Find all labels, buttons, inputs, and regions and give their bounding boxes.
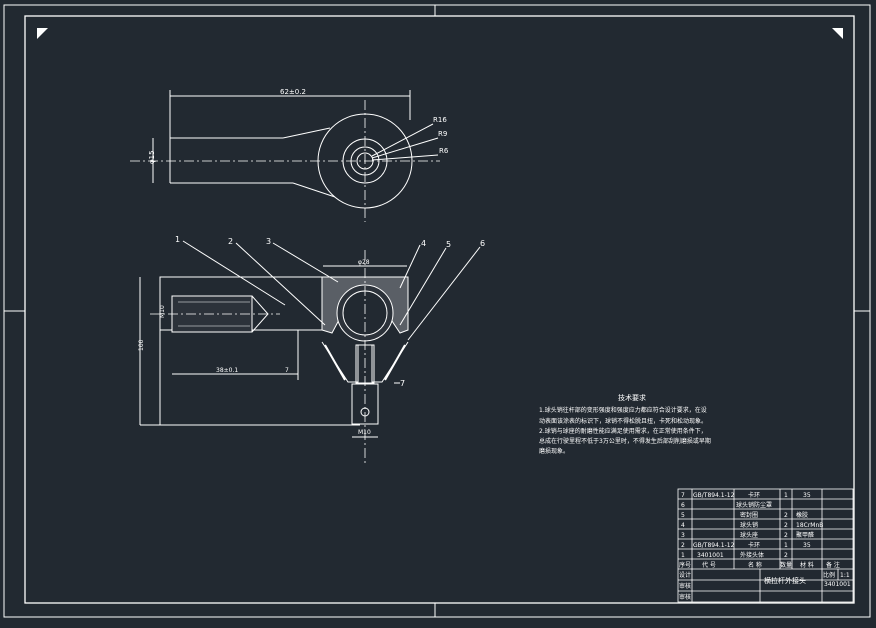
radius-r9: R9	[438, 130, 447, 138]
approve-label: 审核	[679, 593, 691, 601]
bom-name: 球头销防尘罩	[736, 501, 772, 509]
design-label: 设计	[679, 571, 691, 579]
notes-title: 技术要求	[618, 393, 646, 402]
bom-qty: 2	[784, 522, 788, 529]
height-dim: 100	[138, 339, 145, 351]
top-diameter-dim: φ28	[358, 259, 370, 266]
bom-name: 外接头体	[740, 551, 764, 559]
bom-qty: 2	[784, 552, 788, 559]
top-view	[130, 90, 440, 222]
bom-material: 35	[803, 542, 811, 549]
bom-no: 7	[681, 492, 685, 499]
bom-name: 球头销	[740, 521, 758, 529]
note-line-5: 磨损现象。	[539, 447, 569, 455]
section-view	[139, 240, 481, 465]
note-line-4: 总成在行驶里程不低于3万公里时，不得发生后部刮削磨损或早期	[539, 437, 711, 445]
callout-4: 4	[421, 239, 426, 248]
part-name: 横拉杆外接头	[764, 576, 806, 585]
technical-notes: 技术要求 1.球头销往杆部的变形强度和强度应力都应符合设计要求，在设 动表面该涂…	[539, 393, 711, 455]
bottom-thread-dim: M10	[358, 429, 371, 436]
bom-qty: 2	[784, 532, 788, 539]
radius-r16: R16	[433, 116, 447, 124]
check-label: 审核	[679, 582, 691, 590]
bom-name: 卡环	[748, 541, 760, 549]
callout-5: 5	[446, 240, 451, 249]
bom-name: 密封圈	[740, 511, 758, 519]
diameter-dimension: φ15	[148, 150, 156, 164]
callout-1: 1	[175, 235, 180, 244]
bom-std: GB/T894.1-12	[693, 492, 735, 499]
drawing-number: 3401001	[824, 581, 851, 588]
bom-header-no: 序号	[679, 561, 691, 569]
depth-dim: 38±0.1	[216, 367, 238, 374]
callout-2: 2	[228, 237, 233, 246]
scale-label: 比例	[823, 571, 835, 579]
bom-material: 35	[803, 492, 811, 499]
top-view-labels: 62±0.2 φ15 R16 R9 R6	[148, 88, 449, 164]
bom-no: 6	[681, 502, 685, 509]
bom-std: 3401001	[697, 552, 724, 559]
note-line-1: 1.球头销往杆部的变形强度和强度应力都应符合设计要求，在设	[539, 406, 707, 414]
bom-no: 5	[681, 512, 685, 519]
thread-dim: M10	[159, 305, 166, 318]
title-block: 设计 审核 审核 横拉杆外接头 比例 1:1 3401001	[679, 571, 851, 601]
callout-3: 3	[266, 237, 271, 246]
bom-material: 聚甲醛	[796, 531, 814, 539]
section-labels: φ28 M10 38±0.1 7 100 M10 1 2 3 4 5 6 7	[138, 235, 485, 436]
outer-frame	[3, 4, 871, 618]
bom-qty: 1	[784, 492, 788, 499]
bom-no: 1	[681, 552, 685, 559]
bom-header-name: 名 称	[748, 561, 762, 569]
bom-name: 球头座	[740, 531, 758, 539]
bom-table	[677, 488, 854, 603]
bom-no: 2	[681, 542, 685, 549]
length-dimension: 62±0.2	[280, 88, 306, 96]
note-line-2: 动表面该涂表的标识下，球销不得松脱且扭，卡死和松动现象。	[539, 417, 707, 425]
bom-material: 橡胶	[796, 511, 808, 519]
bom-qty: 1	[784, 542, 788, 549]
bom-material: 18CrMnB	[796, 522, 823, 529]
bom-rows: 7 GB/T894.1-12 卡环 1 35 6 球头销防尘罩 5 密封圈 2 …	[679, 491, 840, 569]
bom-header-note: 备 注	[826, 561, 840, 569]
bom-header-material: 材 料	[800, 561, 814, 569]
bom-header-std: 代 号	[702, 561, 716, 569]
callout-6: 6	[480, 239, 485, 248]
note-line-3: 2.球销与球座的耐磨性能应满足使用需求，在正常使用条件下，	[539, 427, 707, 435]
bom-name: 卡环	[748, 491, 760, 499]
bom-qty: 2	[784, 512, 788, 519]
bom-header-qty: 数量	[780, 561, 792, 569]
small-dim: 7	[285, 367, 289, 374]
scale-value: 1:1	[840, 572, 850, 579]
callout-7: 7	[400, 379, 405, 388]
corner-marks	[37, 28, 843, 39]
bom-no: 4	[681, 522, 685, 529]
bom-no: 3	[681, 532, 685, 539]
bom-std: GB/T894.1-12	[693, 542, 735, 549]
radius-r6: R6	[439, 147, 449, 155]
